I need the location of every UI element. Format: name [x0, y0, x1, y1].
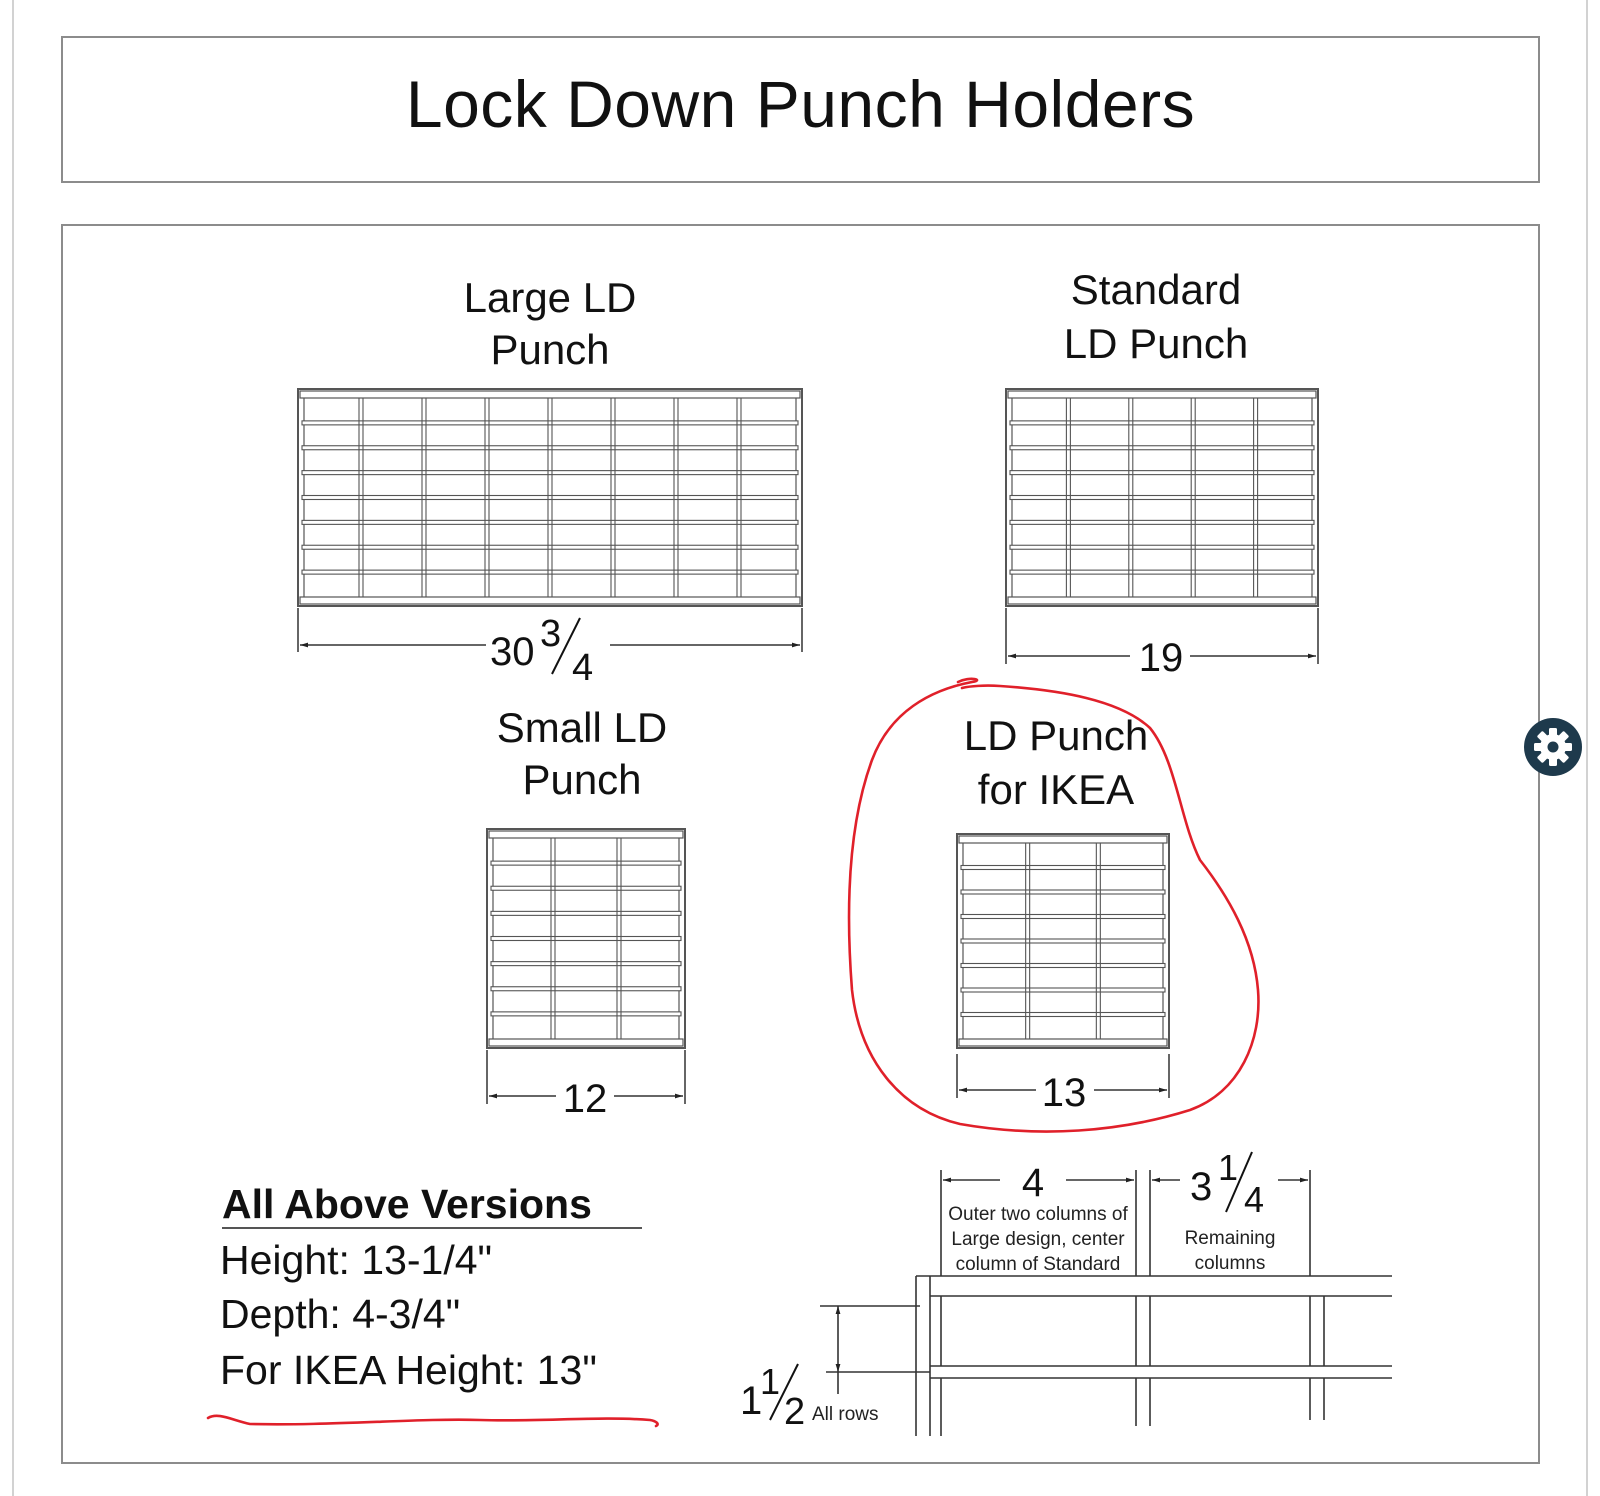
standard-shelf	[1009, 519, 1315, 525]
ikea-holder: LD Punch for IKEA 13	[956, 712, 1170, 1115]
row-height-denominator: 2	[784, 1391, 805, 1433]
spec-underline-annotation	[206, 1414, 659, 1428]
ikea-shelf	[960, 913, 1166, 920]
small-holder: Small LD Punch 12	[486, 704, 686, 1121]
large-width-whole: 30	[490, 630, 535, 674]
ikea-circle-annotation	[847, 677, 1260, 1133]
small-label-line-1: Small LD	[497, 704, 667, 751]
standard-label-line-1: Standard	[1071, 266, 1241, 313]
standard-shelf	[1009, 569, 1315, 575]
outer-column-note-1: Outer two columns of	[948, 1204, 1128, 1225]
small-frame	[486, 828, 686, 1049]
small-shelf	[490, 910, 682, 916]
large-shelf	[301, 445, 799, 451]
large-shelf	[301, 569, 799, 575]
standard-width-label: 19	[1139, 636, 1184, 680]
small-shelf	[490, 935, 682, 942]
page-title: Lock Down Punch Holders	[405, 67, 1196, 141]
specs-heading: All Above Versions	[222, 1181, 592, 1227]
small-top-rail	[488, 830, 684, 839]
specs-depth: Depth: 4-3/4"	[220, 1291, 460, 1337]
drawing-box	[61, 224, 1540, 1464]
ikea-label-line-1: LD Punch	[964, 712, 1148, 759]
outer-column-width: 4	[1022, 1161, 1044, 1205]
large-shelf	[301, 420, 799, 426]
large-label-line-1: Large LD	[464, 274, 637, 321]
specs-ikea-height: For IKEA Height: 13"	[220, 1347, 597, 1393]
ikea-shelf	[960, 987, 1166, 993]
remaining-column-note-2: columns	[1195, 1253, 1266, 1274]
row-height-note: All rows	[812, 1404, 879, 1425]
large-shelf	[301, 544, 799, 550]
detail-labels: 4 Outer two columns of Large design, cen…	[740, 1147, 1275, 1433]
ikea-shelf	[960, 864, 1166, 871]
small-label-line-2: Punch	[522, 756, 641, 803]
standard-shelf	[1009, 544, 1315, 550]
standard-label-line-2: LD Punch	[1064, 320, 1248, 367]
large-bottom-rail	[299, 596, 801, 605]
right-frame-border	[1586, 0, 1588, 1496]
ikea-bottom-rail	[958, 1038, 1168, 1047]
standard-holder: Standard LD Punch 19	[1005, 266, 1319, 680]
specs-block: All Above Versions Height: 13-1/4" Depth…	[220, 1181, 642, 1393]
remaining-column-note-1: Remaining	[1185, 1228, 1276, 1249]
settings-button[interactable]	[1524, 718, 1582, 776]
large-width-denominator: 4	[572, 647, 593, 689]
remaining-column-whole: 3	[1190, 1165, 1212, 1209]
left-frame-border	[12, 0, 14, 1496]
standard-bottom-rail	[1007, 596, 1317, 605]
row-height-numerator: 1	[760, 1361, 780, 1402]
red-annotations	[206, 677, 1260, 1428]
remaining-column-numerator: 1	[1218, 1147, 1238, 1188]
standard-grid	[1005, 388, 1319, 607]
standard-shelf	[1009, 494, 1315, 501]
ikea-grid	[956, 833, 1170, 1049]
small-shelf	[490, 986, 682, 992]
ikea-shelf	[960, 962, 1166, 969]
large-label-line-2: Punch	[490, 326, 609, 373]
detail-drawing	[820, 1170, 1392, 1436]
small-shelf	[490, 860, 682, 866]
standard-frame	[1005, 388, 1319, 607]
small-shelf	[490, 885, 682, 891]
standard-shelf	[1009, 445, 1315, 451]
ikea-shelf	[960, 889, 1166, 895]
small-width-label: 12	[563, 1077, 608, 1121]
standard-shelf	[1009, 470, 1315, 476]
ikea-top-rail	[958, 835, 1168, 844]
large-shelf	[301, 470, 799, 476]
row-height-whole: 1	[740, 1379, 762, 1423]
ikea-label-line-2: for IKEA	[978, 766, 1134, 813]
remaining-column-denominator: 4	[1244, 1179, 1264, 1220]
large-frame	[297, 388, 803, 607]
title-box: Lock Down Punch Holders	[61, 36, 1540, 183]
specs-height: Height: 13-1/4"	[220, 1237, 492, 1283]
ikea-width-label: 13	[1042, 1071, 1087, 1115]
ikea-shelf	[960, 1011, 1166, 1018]
small-grid	[486, 828, 686, 1049]
large-width-numerator: 3	[540, 613, 561, 655]
ikea-shelf	[960, 938, 1166, 944]
outer-column-note-3: column of Standard	[956, 1254, 1121, 1275]
small-shelf	[490, 1011, 682, 1017]
ikea-frame	[956, 833, 1170, 1049]
large-holder: Large LD Punch 30 3 4	[297, 274, 803, 689]
large-top-rail	[299, 390, 801, 399]
small-bottom-rail	[488, 1038, 684, 1047]
large-shelf	[301, 519, 799, 525]
large-shelf	[301, 494, 799, 501]
standard-shelf	[1009, 420, 1315, 426]
standard-top-rail	[1007, 390, 1317, 399]
outer-column-note-2: Large design, center	[951, 1229, 1125, 1250]
gear-icon	[1534, 728, 1572, 766]
small-shelf	[490, 961, 682, 967]
large-grid	[297, 388, 803, 607]
